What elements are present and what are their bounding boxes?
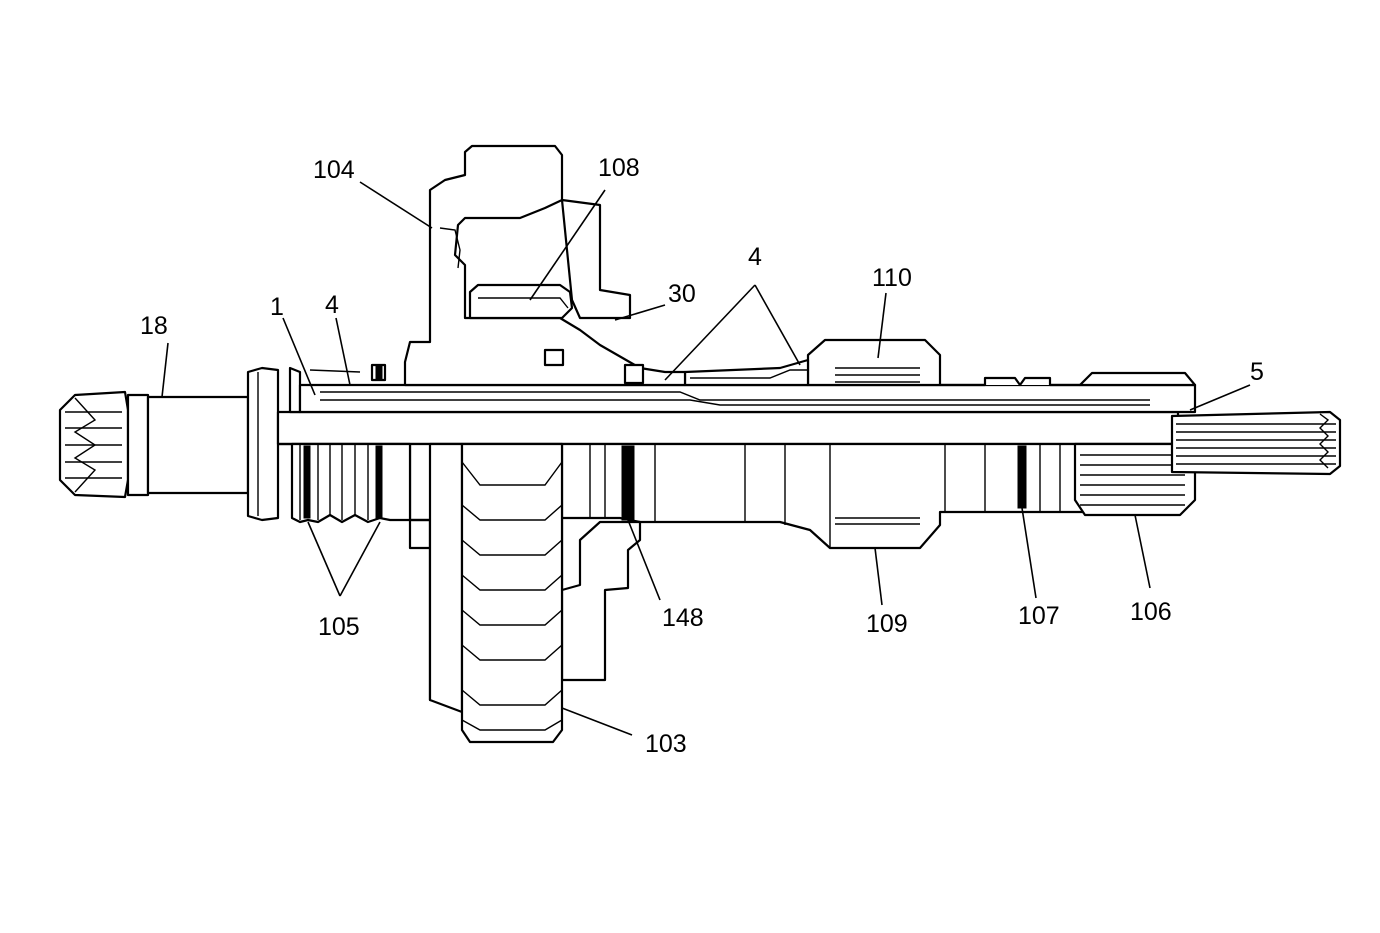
callout-110: 110 — [872, 264, 912, 292]
callout-108: 108 — [598, 154, 640, 182]
leader-4b-left — [664, 284, 756, 381]
leader-105-right — [339, 521, 381, 597]
leader-lines — [161, 181, 1251, 736]
leader-108 — [529, 189, 606, 301]
leader-104 — [359, 181, 433, 229]
callout-109: 109 — [866, 610, 908, 638]
callout-107: 107 — [1018, 602, 1060, 630]
callout-105: 105 — [318, 613, 360, 641]
leader-4a — [335, 317, 351, 386]
callout-103: 103 — [645, 730, 687, 758]
callout-148: 148 — [662, 604, 704, 632]
leader-110 — [877, 292, 887, 359]
leader-1 — [282, 317, 316, 396]
left-spline-gear — [58, 390, 130, 499]
callout-30: 30 — [668, 280, 696, 308]
clutch-hub-110 — [806, 338, 942, 387]
leader-105-left — [307, 521, 341, 597]
callout-106: 106 — [1130, 598, 1172, 626]
lower-housing — [408, 442, 642, 714]
callout-18: 18 — [140, 312, 168, 340]
leader-109 — [874, 547, 883, 606]
callout-4b: 4 — [748, 243, 762, 271]
leader-103 — [561, 707, 633, 736]
callout-104: 104 — [313, 156, 355, 184]
leader-30 — [614, 304, 666, 321]
input-shaft-stub — [126, 366, 280, 522]
sleeve-4 — [683, 358, 810, 387]
drive-gear-103 — [460, 442, 564, 744]
leader-106 — [1134, 514, 1151, 589]
leader-18 — [161, 342, 169, 398]
leader-5 — [1189, 384, 1251, 411]
callout-1: 1 — [270, 293, 284, 321]
leader-107 — [1021, 507, 1037, 599]
seal-ring-148 — [621, 445, 635, 521]
leader-4b-right — [754, 284, 801, 366]
leader-148 — [627, 519, 661, 601]
seal-ring-107 — [1017, 445, 1027, 509]
callout-5: 5 — [1250, 358, 1264, 386]
upper-right-collar — [940, 371, 1197, 387]
seal-ring-105-left — [303, 445, 311, 519]
callout-labels: 18 1 4 104 108 30 4 110 5 105 148 109 10… — [140, 154, 1264, 758]
seal-ring-105-right — [375, 445, 383, 519]
callout-4a: 4 — [325, 291, 339, 319]
output-spline-5 — [1170, 410, 1342, 476]
